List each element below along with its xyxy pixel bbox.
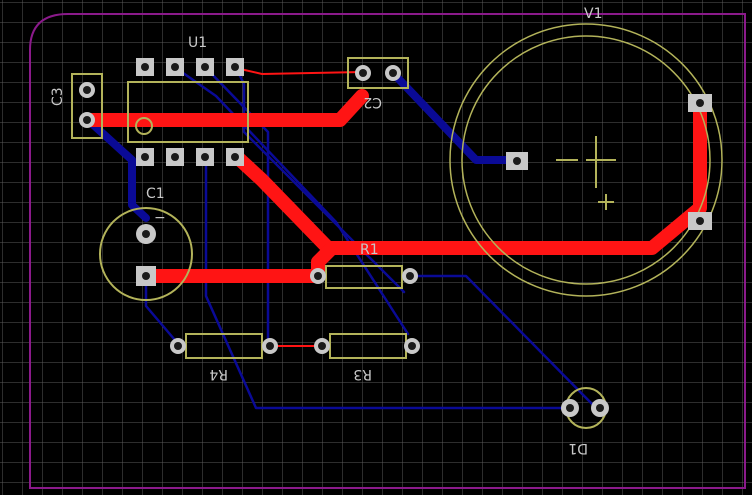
c1-minus-label: − <box>154 210 166 226</box>
c1-pad-2 <box>136 266 156 286</box>
v1-plus-symbol <box>598 194 614 210</box>
c1-outline <box>99 207 193 301</box>
u1-pin1-marker <box>135 117 153 135</box>
bottom-trace-c3-c1 <box>84 116 150 222</box>
c1-label: C1 <box>146 186 165 202</box>
silkscreen-layer <box>71 23 723 429</box>
v1-label: V1 <box>584 6 602 22</box>
u1-pad-6 <box>196 58 214 76</box>
c3-outline <box>71 73 103 139</box>
c2-label: C2 <box>363 94 382 110</box>
r1-pad-2 <box>402 268 418 284</box>
v1-pad-2 <box>688 94 712 112</box>
v1-pad-3 <box>688 212 712 230</box>
r3-label: R3 <box>353 366 372 382</box>
r4-label: R4 <box>209 366 228 382</box>
r1-pad-1 <box>310 268 326 284</box>
bottom-trace-c2-v1 <box>388 68 520 164</box>
bottom-trace-u1-d1 <box>204 154 570 410</box>
pads-layer <box>79 58 712 417</box>
u1-pad-5 <box>226 58 244 76</box>
v1-pad-1 <box>506 152 528 170</box>
u1-pad-1 <box>136 148 154 166</box>
v1-outer-ring <box>449 23 723 297</box>
c2-pad-2 <box>385 65 401 81</box>
r4-pad-2 <box>262 338 278 354</box>
v1-cross-symbol <box>586 136 616 188</box>
r3-pad-1 <box>314 338 330 354</box>
u1-pad-2 <box>166 148 184 166</box>
r3-pad-2 <box>404 338 420 354</box>
bottom-trace-u1-r1 <box>234 66 406 294</box>
r1-label: R1 <box>360 242 379 258</box>
top-trace-u1-c2-thin <box>235 67 363 76</box>
v1-inner-ring <box>461 35 711 285</box>
d1-pad-1 <box>561 399 579 417</box>
c2-outline <box>347 57 409 89</box>
u1-pad-8 <box>136 58 154 76</box>
u1-pad-3 <box>196 148 214 166</box>
u1-pad-4 <box>226 148 244 166</box>
u1-outline <box>127 81 249 143</box>
u1-pad-7 <box>166 58 184 76</box>
top-trace-u1-v1 <box>229 97 707 255</box>
c3-label: C3 <box>50 87 66 106</box>
board-outline <box>29 13 746 489</box>
bottom-trace-r1-d1 <box>402 274 598 410</box>
c3-pad-2 <box>79 112 95 128</box>
d1-pad-2 <box>591 399 609 417</box>
r1-outline <box>325 265 403 289</box>
c2-pad-1 <box>355 65 371 81</box>
c1-pad-1 <box>136 224 156 244</box>
d1-label: D1 <box>568 440 588 456</box>
labels-layer: U1 V1 C1 − R1 C3 C2 R4 R3 D1 <box>50 6 602 456</box>
u1-label: U1 <box>188 35 207 51</box>
c3-pad-1 <box>79 82 95 98</box>
r4-pad-1 <box>170 338 186 354</box>
top-trace-c3-c2 <box>81 89 369 127</box>
